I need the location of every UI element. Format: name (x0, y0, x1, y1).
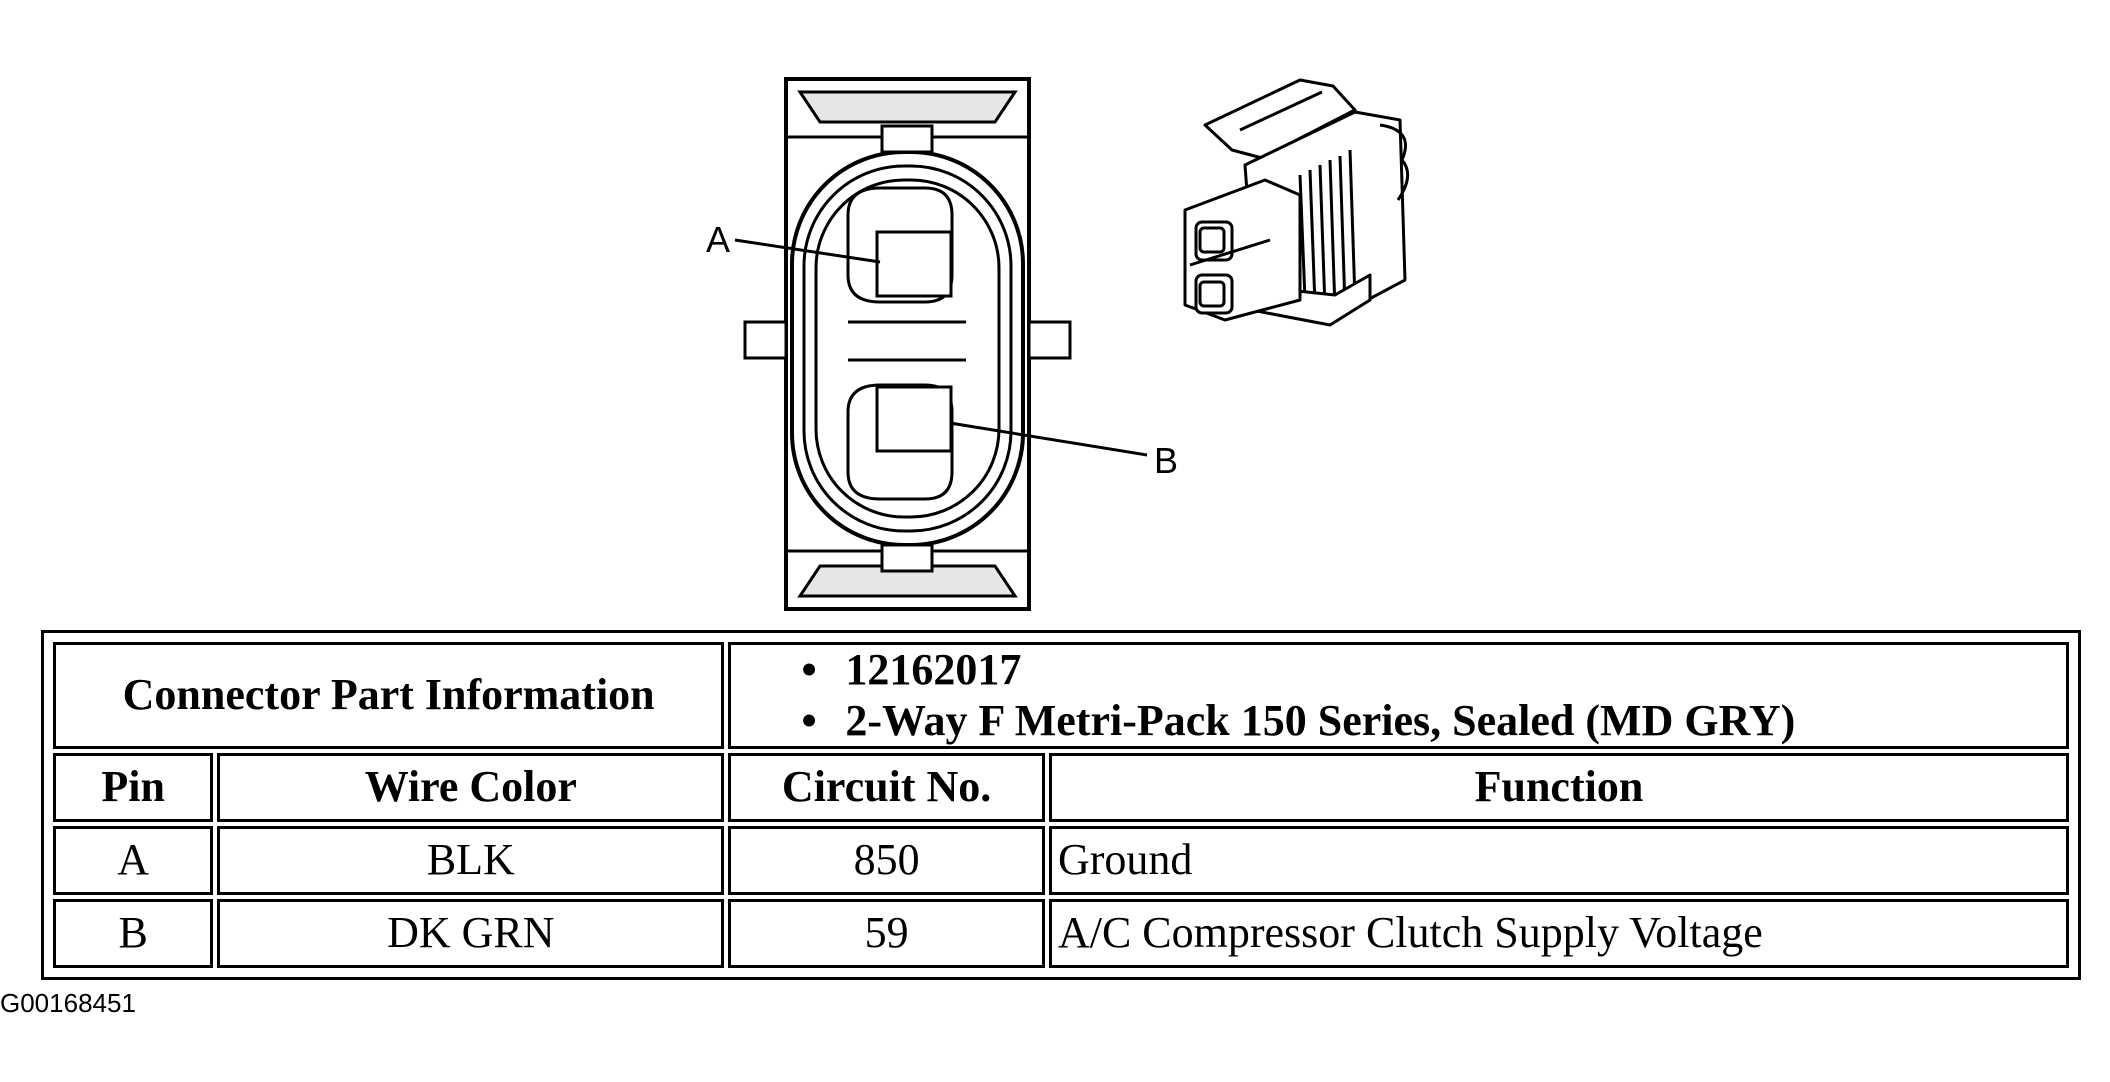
header-wire-color: Wire Color (217, 753, 725, 823)
connector-pinout-table: Connector Part Information •12162017 •2-… (41, 630, 2081, 980)
connector-front-view (743, 77, 1072, 611)
table-row: A BLK 850 Ground (53, 826, 2069, 896)
part-description: 2-Way F Metri-Pack 150 Series, Sealed (M… (845, 695, 1796, 745)
pin-cell: B (53, 899, 214, 968)
header-function: Function (1048, 753, 2069, 823)
circuit-no-cell: 850 (728, 826, 1045, 896)
wire-color-cell: DK GRN (217, 899, 725, 968)
part-number: 12162017 (845, 645, 1022, 694)
connector-diagram: A B (706, 77, 1410, 611)
wire-color-cell: BLK (217, 826, 725, 896)
svg-text:A: A (706, 219, 730, 260)
header-pin: Pin (53, 753, 214, 823)
figure-id: G00168451 (0, 988, 136, 1018)
table-row: B DK GRN 59 A/C Compressor Clutch Supply… (53, 899, 2069, 968)
callout-a: A (706, 219, 881, 264)
svg-text:B: B (1154, 440, 1178, 481)
circuit-no-cell: 59 (728, 899, 1045, 968)
pin-cell: A (53, 826, 214, 896)
pinout-table: Connector Part Information •12162017 •2-… (49, 638, 2073, 972)
part-number-line: •12162017 (801, 645, 1022, 694)
connector-isometric-view (1183, 78, 1410, 327)
function-cell: A/C Compressor Clutch Supply Voltage (1048, 899, 2069, 968)
function-cell: Ground (1048, 826, 2069, 896)
part-info-values: •12162017 •2-Way F Metri-Pack 150 Series… (728, 642, 2069, 750)
part-info-row: Connector Part Information •12162017 •2-… (53, 642, 2069, 750)
part-description-line: •2-Way F Metri-Pack 150 Series, Sealed (… (801, 695, 1796, 745)
header-circuit-no: Circuit No. (728, 753, 1045, 823)
header-row: Pin Wire Color Circuit No. Function (53, 753, 2069, 823)
part-info-label: Connector Part Information (53, 642, 725, 750)
callout-b: B (949, 421, 1178, 481)
